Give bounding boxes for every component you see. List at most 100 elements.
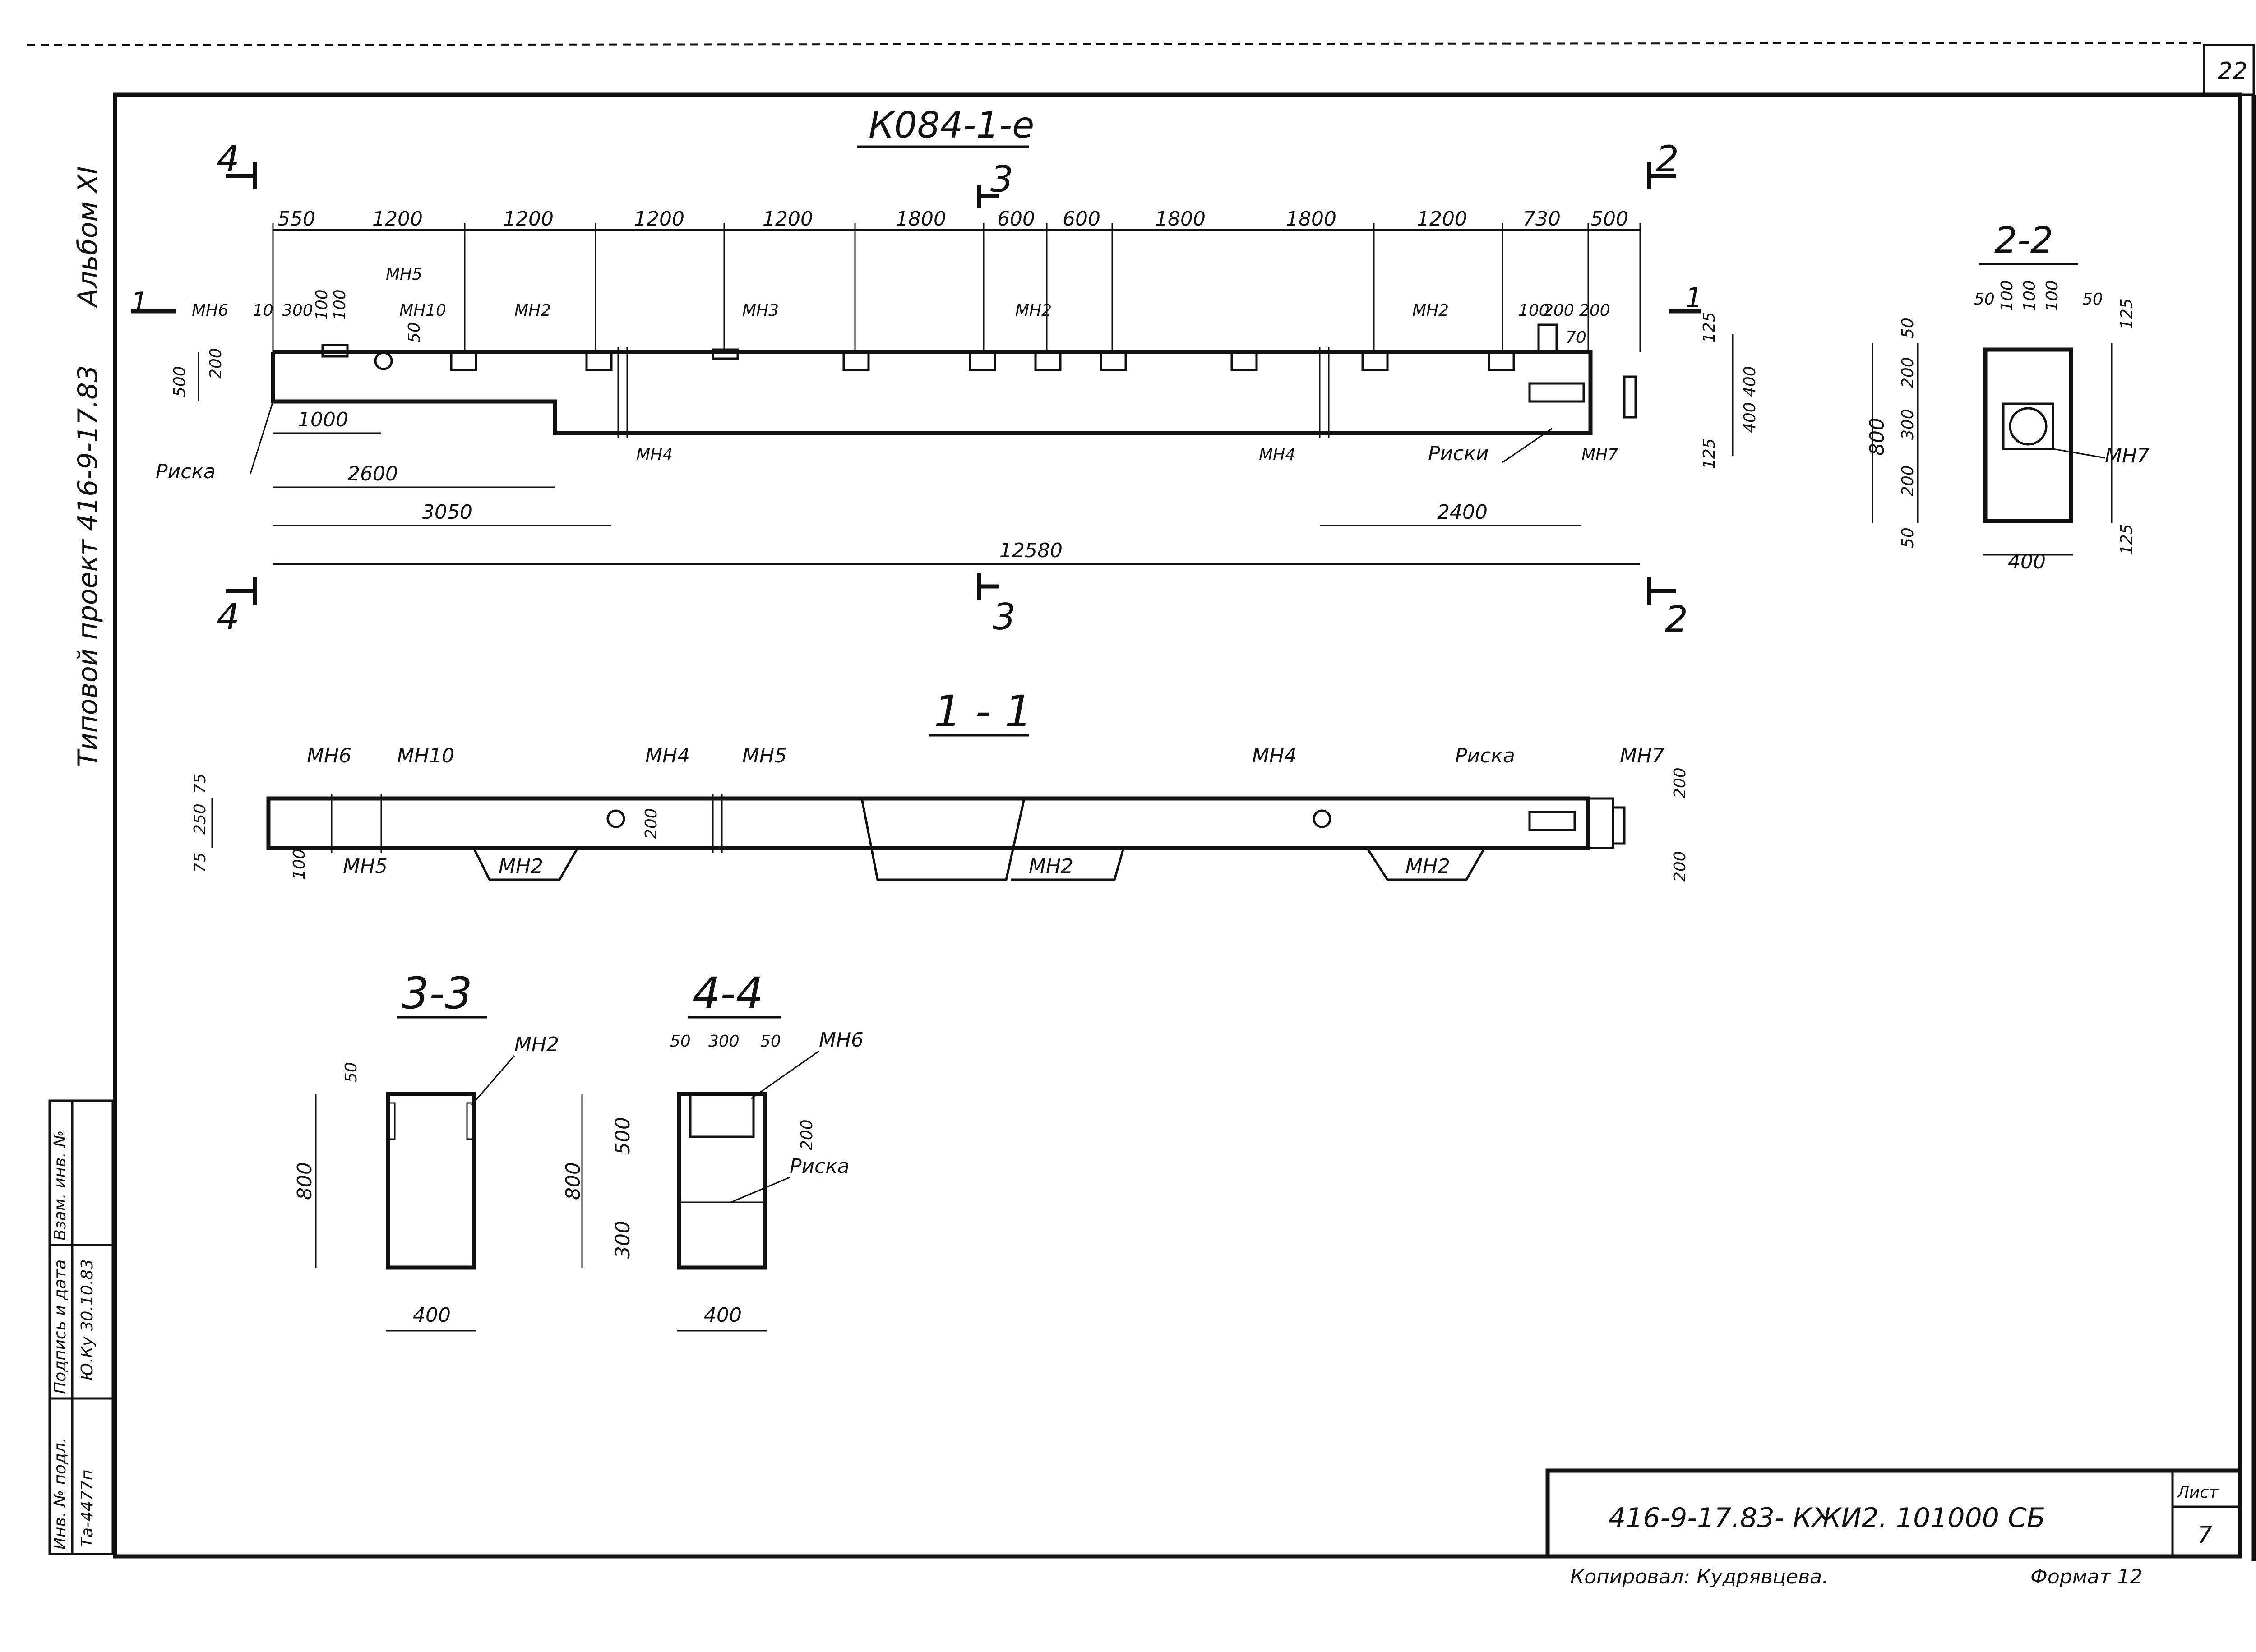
dim-right-125-a: 125	[1700, 312, 1719, 343]
section-markers: 4 4 2 2 3 3 1 1	[131, 138, 1702, 640]
s22-dim-100-c: 100	[2043, 280, 2062, 311]
s11-label-mn5-b: МН5	[343, 855, 388, 878]
s22-dim-200-a: 200	[1899, 357, 1917, 388]
s11-dim-75-a: 75	[191, 773, 209, 794]
s11-label-mn7: МН7	[1620, 744, 1664, 767]
leader-riski	[1502, 428, 1553, 463]
s33-dim-800: 800	[293, 1162, 316, 1200]
s11-label-mn4-a: МН4	[645, 744, 690, 767]
dim-1800-c: 1800	[1286, 208, 1336, 231]
dim-600-b: 600	[1063, 208, 1100, 231]
title-block: 416-9-17.83- КЖИ2. 101000 СБ Лист 7 Копи…	[1545, 1468, 2242, 1588]
s22-dim-800: 800	[1866, 418, 1889, 456]
dim-1800-a: 1800	[896, 208, 946, 231]
s11-label-mn2-a: МН2	[499, 855, 543, 878]
s44-label-mn6: МН6	[819, 1029, 864, 1052]
s44-dim-400: 400	[704, 1304, 742, 1327]
section-2-2: 2-2 50 100 100 100 50 800 50 200 300 200…	[1866, 219, 2150, 573]
s22-dim-50-b: 50	[2082, 290, 2103, 309]
dim-550: 550	[277, 208, 315, 231]
section-3-3: 3-3 50 800 400 МН2	[293, 968, 559, 1332]
s11-dim-250: 250	[191, 803, 209, 835]
s11-mn7-plate	[1612, 806, 1626, 845]
s11-haunch-4	[1366, 847, 1486, 881]
s11-label-mn5-a: МН5	[742, 744, 787, 767]
dim-left-500: 500	[171, 366, 189, 397]
dim-100-c: 100	[1518, 301, 1549, 320]
label-riska: Риска	[156, 460, 216, 483]
section-1-1: 1 - 1 75 250 75 100 200 200 200 МН6 МН10…	[191, 686, 1689, 882]
s11-label-mn2-c: МН2	[1405, 855, 1450, 878]
marker-1-right: 1	[1685, 282, 1702, 314]
dim-1000: 1000	[298, 408, 348, 431]
label-riski: Риски	[1428, 442, 1489, 465]
marker-4-bottom: 4	[217, 596, 240, 638]
s44-dim-50-b: 50	[760, 1032, 781, 1051]
plan-top-ticks	[272, 223, 1641, 352]
section-1-1-end	[1587, 797, 1614, 849]
dim-2600: 2600	[347, 462, 398, 485]
s11-label-mn4-b: МН4	[1252, 744, 1297, 767]
label-mn6: МН6	[192, 301, 228, 320]
s44-label-riska: Риска	[790, 1155, 850, 1178]
stamp-replace-label: Взам. инв. №	[51, 1131, 69, 1241]
s22-dim-50-d: 50	[1899, 527, 1917, 548]
section-4-4: 4-4 50 300 50 800 500 300 200 400 МН6 Ри…	[562, 968, 864, 1332]
s22-dim-100-a: 100	[1998, 280, 2016, 311]
dim-100-a: 100	[313, 289, 331, 320]
left-stamp: Инв. № подл. Та-4477п Подпись и дата Ю.К…	[48, 1099, 114, 1555]
top-edge-line	[27, 42, 2202, 46]
dim-1800-b: 1800	[1155, 208, 1206, 231]
label-mn7: МН7	[1581, 446, 1618, 464]
dim-50: 50	[405, 322, 424, 343]
s44-dim-50-a: 50	[670, 1032, 691, 1051]
s11-label-riska: Риска	[1455, 744, 1515, 767]
page-number: 22	[2218, 58, 2247, 85]
s33-label-mn2: МН2	[514, 1033, 559, 1056]
s22-dim-50-c: 50	[1899, 318, 1917, 338]
marker-2-bottom: 2	[1665, 598, 1688, 640]
s11-riska-plate	[1528, 811, 1576, 831]
copied-by: Копировал: Кудрявцева.	[1570, 1565, 1828, 1588]
marker-4-top: 4	[217, 138, 240, 180]
dim-730: 730	[1523, 208, 1561, 231]
dim-right-400-a: 400	[1741, 366, 1759, 397]
s22-dim-100-b: 100	[2020, 280, 2039, 311]
stamp-sign-label: Подпись и дата	[51, 1260, 69, 1394]
dim-10: 10	[253, 301, 273, 320]
section-2-2-plate	[2002, 402, 2054, 450]
s44-plate	[689, 1093, 755, 1138]
label-mn2-c: МН2	[1412, 301, 1449, 320]
s11-mn4-b	[1313, 809, 1331, 828]
s22-dim-50-a: 50	[1974, 290, 1995, 309]
leader-riska	[250, 401, 274, 474]
s33-dim-400: 400	[413, 1304, 451, 1327]
section-4-4-outline	[677, 1092, 767, 1270]
s44-leader-riska	[730, 1177, 790, 1203]
s22-dim-300: 300	[1899, 409, 1917, 440]
s22-dim-400: 400	[2008, 550, 2046, 573]
s11-dim-100: 100	[290, 849, 309, 880]
label-mn2-b: МН2	[1015, 301, 1052, 320]
s44-dim-300: 300	[708, 1032, 740, 1051]
dim-200-b: 200	[1579, 301, 1610, 320]
s22-dim-125-b: 125	[2117, 524, 2136, 555]
s33-dim-50: 50	[342, 1062, 361, 1083]
s44-dim-300: 300	[611, 1221, 634, 1259]
dim-1200-e: 1200	[1417, 208, 1467, 231]
format-label: Формат 12	[2030, 1565, 2143, 1588]
sheet-label: Лист	[2176, 1483, 2219, 1502]
section-1-1-title: 1 - 1	[934, 686, 1032, 737]
s44-leader-mn6	[751, 1050, 819, 1099]
s11-label-mn6: МН6	[307, 744, 351, 767]
s33-plate-right	[466, 1102, 475, 1140]
dim-2400: 2400	[1437, 501, 1488, 524]
s22-dim-200-b: 200	[1899, 465, 1917, 496]
label-mn5: МН5	[386, 265, 422, 284]
stamp-inv-value: Та-4477п	[78, 1470, 97, 1547]
s33-leader	[471, 1055, 515, 1106]
marker-3-top: 3	[990, 158, 1013, 200]
dim-500: 500	[1590, 208, 1628, 231]
marker-1-left: 1	[131, 286, 148, 318]
element-title: К084-1-е	[869, 104, 1034, 146]
